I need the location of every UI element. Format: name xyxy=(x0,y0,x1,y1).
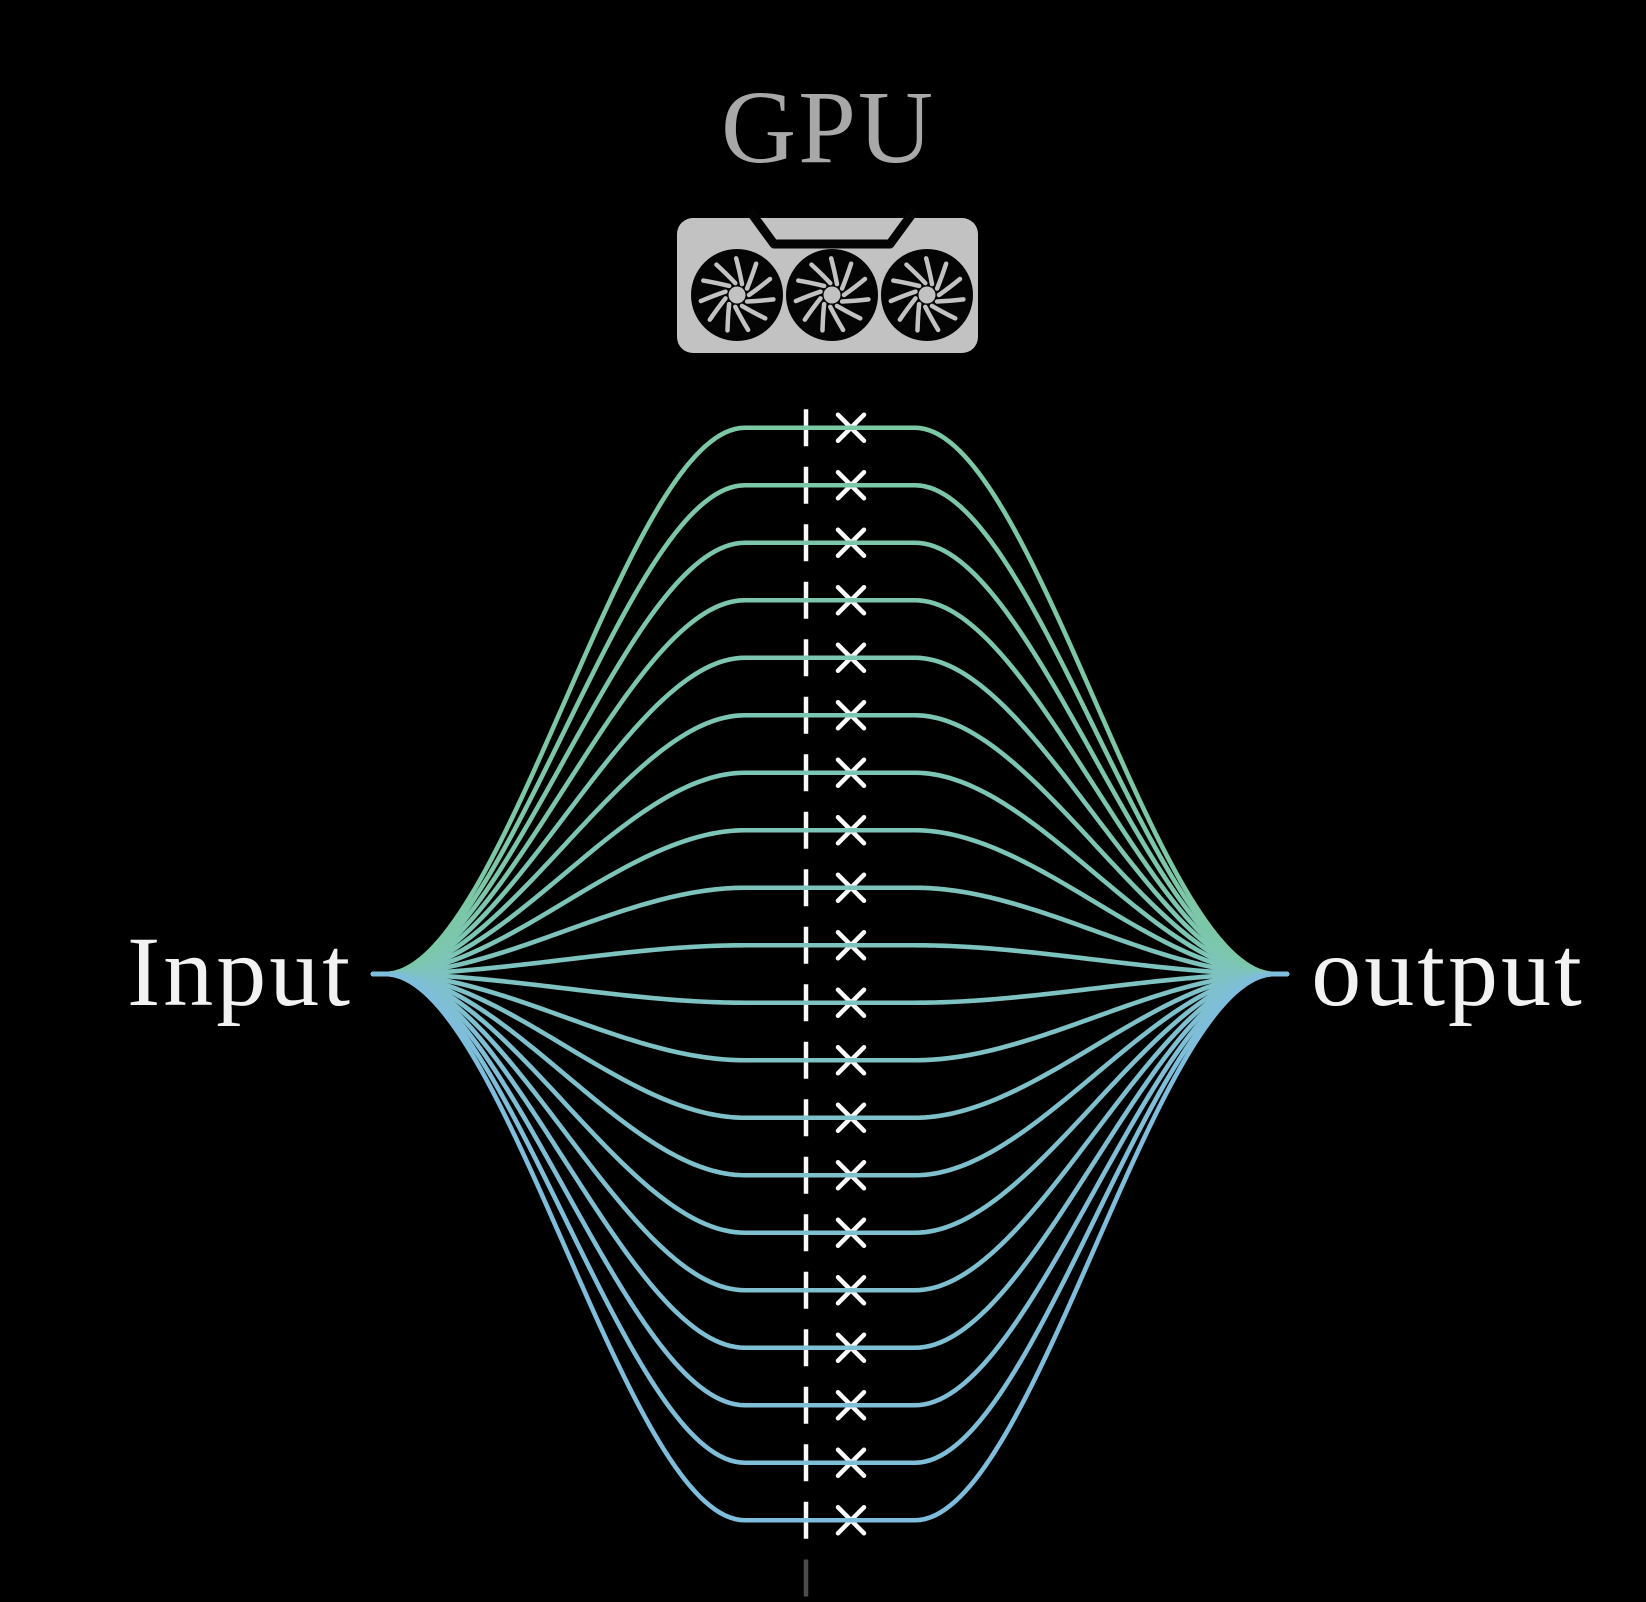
flow-line xyxy=(370,425,1290,977)
flow-line xyxy=(370,482,1290,977)
fan-blade-slit xyxy=(923,304,941,333)
flow-line xyxy=(370,540,1290,977)
flow-line xyxy=(370,971,1290,1351)
flow-line xyxy=(370,942,1290,977)
fan-blade-slit xyxy=(841,276,868,298)
input-label: Input xyxy=(126,916,354,1027)
fan-blade-slit xyxy=(915,301,922,333)
gpu-fan-icon xyxy=(786,249,878,341)
gpu-fan-icon xyxy=(881,249,973,341)
fan-blade-slit xyxy=(891,278,922,289)
flow-line xyxy=(370,971,1290,1236)
flow-line xyxy=(370,971,1290,1523)
fan-blade-slit xyxy=(725,301,732,333)
fan-blade-slit xyxy=(733,256,745,287)
fan-blade-slit xyxy=(707,296,728,322)
flow-line xyxy=(370,971,1290,1121)
output-label: output xyxy=(1311,916,1585,1027)
fan-blade-slit xyxy=(828,256,840,287)
gpu-title: GPU xyxy=(720,70,936,185)
fan-blade-slit xyxy=(744,297,776,304)
fan-blade-slit xyxy=(936,276,963,298)
flow-lines-layer xyxy=(370,425,1290,1523)
flow-line xyxy=(370,971,1290,1063)
fan-hub xyxy=(728,286,746,304)
fan-blade-slit xyxy=(929,303,958,321)
gpu-icon xyxy=(677,209,978,353)
fan-blade-slit xyxy=(739,303,768,321)
fan-blade-slit xyxy=(923,256,935,287)
fan-blade-slit xyxy=(796,278,827,289)
flow-line xyxy=(370,971,1290,1293)
fan-blade-slit xyxy=(834,303,863,321)
gpu-notch xyxy=(747,209,917,249)
flow-line xyxy=(370,971,1290,1006)
fan-blade-slit xyxy=(714,262,738,286)
flow-line xyxy=(370,971,1290,1466)
fan-blade-slit xyxy=(897,296,918,322)
gpu-fan-icon xyxy=(691,249,783,341)
fan-hub xyxy=(823,286,841,304)
fan-blade-slit xyxy=(934,261,949,291)
flow-line xyxy=(370,712,1290,977)
fan-blade-slit xyxy=(888,289,918,304)
fan-blade-slit xyxy=(828,304,846,333)
flow-line xyxy=(370,971,1290,1408)
flow-line xyxy=(370,597,1290,977)
fan-blade-slit xyxy=(701,278,732,289)
flow-line xyxy=(370,655,1290,977)
fan-blade-slit xyxy=(802,296,823,322)
fan-blade-slit xyxy=(698,289,728,304)
fan-blade-slit xyxy=(733,304,751,333)
fan-blade-slit xyxy=(746,276,773,298)
fan-blade-slit xyxy=(839,261,854,291)
fan-blade-slit xyxy=(934,297,966,304)
fan-blade-slit xyxy=(839,297,871,304)
flow-line xyxy=(370,885,1290,977)
fan-blade-slit xyxy=(809,262,833,286)
fan-blade-slit xyxy=(820,301,827,333)
fan-blade-slit xyxy=(904,262,928,286)
fan-blade-slit xyxy=(744,261,759,291)
flow-line xyxy=(370,827,1290,977)
flow-line xyxy=(370,971,1290,1178)
flow-line xyxy=(370,770,1290,977)
fan-hub xyxy=(918,286,936,304)
fan-blade-slit xyxy=(793,289,823,304)
